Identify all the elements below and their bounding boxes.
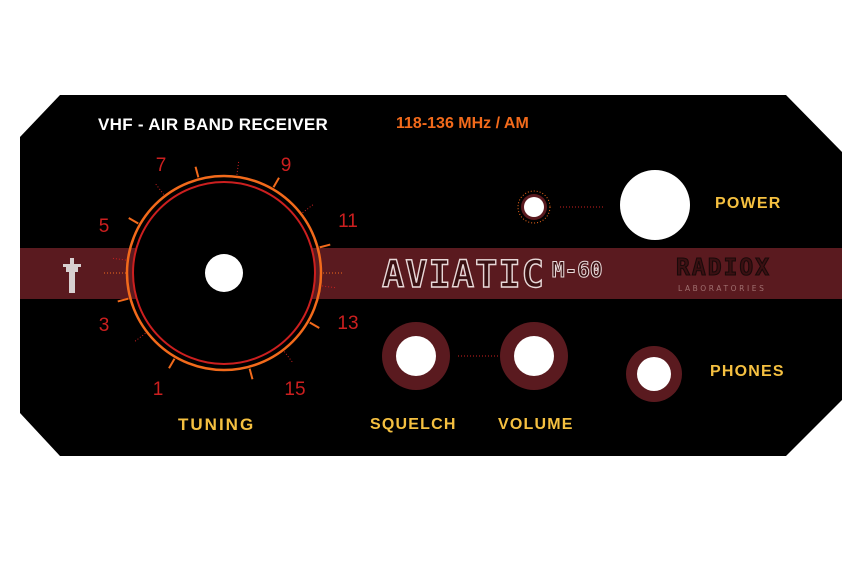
power-led (524, 197, 544, 217)
tuning-label: TUNING (178, 415, 256, 434)
dial-label-15: 15 (284, 379, 306, 400)
tuning-dial-ring (125, 174, 323, 372)
manufacturer-logo: RADIOX (675, 254, 772, 281)
dial-label-5: 5 (98, 216, 110, 237)
dial-tick (155, 183, 165, 195)
dial-label-13: 13 (337, 313, 359, 334)
power-led-halo (517, 190, 551, 224)
dial-tick (117, 297, 129, 303)
brand-logo: AVIATIC (381, 252, 545, 296)
dial-label-3: 3 (98, 315, 110, 336)
dial-tick (309, 321, 320, 329)
dial-tick (128, 217, 139, 225)
model-label: M-60 (552, 258, 604, 283)
squelch-label: SQUELCH (370, 416, 457, 433)
dial-tick (322, 285, 336, 289)
dial-tick (134, 332, 146, 342)
dial-tick (272, 177, 280, 188)
dial-tick (248, 368, 254, 380)
dial-tick (319, 243, 331, 249)
power-switch[interactable] (620, 170, 690, 240)
frequency-range: 118-136 MHz / AM (396, 115, 529, 132)
dial-label-1: 1 (152, 379, 164, 400)
panel-title: VHF - AIR BAND RECEIVER (98, 115, 329, 134)
dial-tick (283, 351, 293, 363)
squelch-knob[interactable] (396, 336, 436, 376)
tuning-dial-ticks (112, 161, 336, 380)
tuning-knob[interactable] (205, 254, 243, 292)
manufacturer-subtitle: LABORATORIES (678, 284, 767, 293)
control-tower-icon (63, 258, 81, 293)
dial-tick (168, 358, 176, 369)
dial-tick (194, 166, 200, 178)
power-label: POWER (715, 195, 782, 212)
dial-label-7: 7 (155, 155, 167, 176)
phones-jack[interactable] (637, 357, 671, 391)
dial-label-11: 11 (338, 211, 358, 232)
dial-tick (112, 257, 126, 261)
volume-label: VOLUME (498, 416, 574, 433)
volume-knob[interactable] (514, 336, 554, 376)
dial-tick (236, 161, 240, 175)
dial-tick (302, 204, 314, 214)
phones-label: PHONES (710, 363, 785, 380)
dial-label-9: 9 (280, 155, 292, 176)
